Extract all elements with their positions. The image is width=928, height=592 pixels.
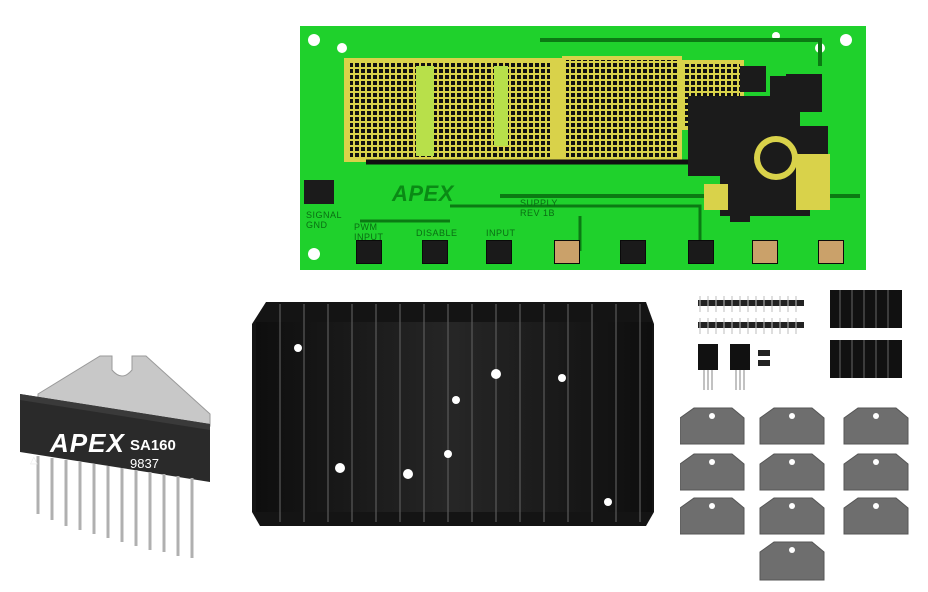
chip-brand-logo: APEX — [50, 428, 125, 458]
pcb-label-supply-rev: SUPPLY REV 1B — [520, 198, 558, 218]
pcb-pad — [554, 240, 580, 264]
pcb-label-signal-gnd: SIGNAL GND — [306, 210, 342, 230]
pcb-pad — [688, 240, 714, 264]
pcb-label-pwm-input: PWM INPUT — [354, 222, 384, 242]
pcb-pad — [620, 240, 646, 264]
chip-date-code: 9837 — [130, 456, 159, 471]
heatsink — [250, 296, 656, 526]
pcb-pad — [486, 240, 512, 264]
pcb-board: APEX SIGNAL GND PWM INPUT DISABLE INPUT … — [300, 26, 866, 270]
pcb-pad — [422, 240, 448, 264]
sa160-chip — [14, 354, 220, 562]
chip-part-number: SA160 — [130, 437, 176, 454]
parts-kit — [680, 286, 920, 586]
pcb-traces — [304, 32, 860, 260]
pcb-pad — [818, 240, 844, 264]
pcb-label-disable: DISABLE — [416, 228, 458, 238]
pcb-label-input: INPUT — [486, 228, 516, 238]
pcb-pad — [356, 240, 382, 264]
chip-symbol: △ — [30, 455, 38, 466]
pcb-brand: APEX — [392, 181, 454, 206]
pcb-pad — [752, 240, 778, 264]
